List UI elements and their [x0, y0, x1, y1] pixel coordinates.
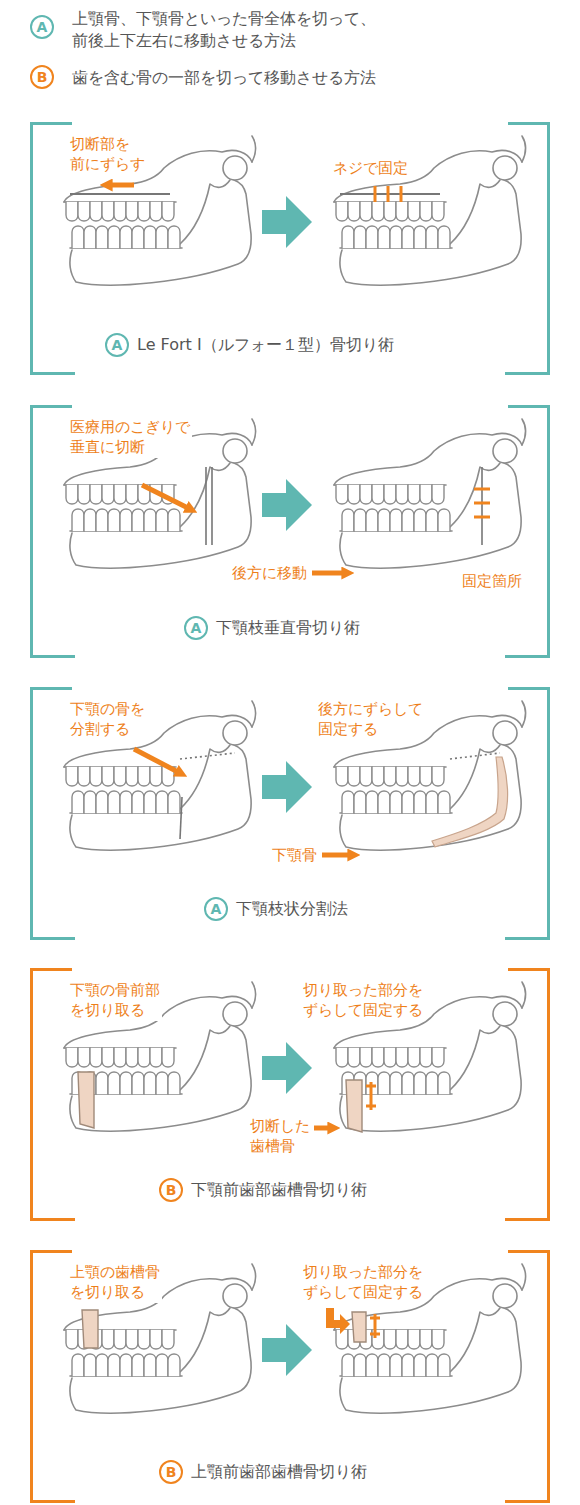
- fixation-mark: [366, 1082, 376, 1110]
- badge-letter: A: [204, 897, 228, 921]
- annotation-label: 固定箇所: [462, 571, 522, 591]
- method-panel: 下顎の骨を 分割する 後方にずらして 固定する下顎骨下顎枝状分割法 A: [30, 687, 550, 940]
- annotation-label: 切断した 歯槽骨: [250, 1116, 312, 1157]
- split-line: [450, 753, 500, 759]
- split-line: [180, 753, 235, 759]
- frame-bracket: [32, 1252, 549, 1502]
- cut-line: [206, 467, 212, 545]
- cut-bone: [82, 1310, 98, 1348]
- annotation-label: 下顎の骨前部 を切り取る: [70, 980, 162, 1021]
- badge-letter: B: [30, 65, 54, 89]
- screw-mark: [375, 186, 401, 202]
- method-badge: B: [30, 65, 54, 89]
- method-badge: A: [184, 616, 208, 640]
- badge-outline: [205, 898, 227, 920]
- annotation-label: 切り取った部分を ずらして固定する: [303, 1262, 425, 1303]
- method-caption: 下顎枝状分割法: [236, 898, 348, 920]
- badge-letter: B: [159, 1460, 183, 1484]
- method-badge: A: [105, 333, 129, 357]
- badge-outline: [31, 16, 53, 38]
- step-arrow: [262, 1324, 312, 1376]
- annotation-label: 下顎骨: [272, 845, 317, 865]
- method-panel: 下顎の骨前部 を切り取る 切り取った部分を ずらして固定する切断した 歯槽骨下顎前…: [30, 968, 550, 1221]
- move-arrow: [326, 1308, 350, 1334]
- moved-bone: [352, 1312, 366, 1342]
- step-arrow: [262, 196, 312, 248]
- method-panel: 切断部を 前にずらすネジで固定 Le Fort I（ルフォー１型）骨切り術 A: [30, 122, 550, 375]
- badge-letter: A: [30, 15, 54, 39]
- cut-line: [180, 797, 182, 839]
- method-caption: 上顎前歯部歯槽骨切り術: [191, 1461, 367, 1483]
- saw-arrow: [142, 485, 188, 508]
- frame-bracket: [32, 970, 549, 1220]
- method-caption: 下顎前歯部歯槽骨切り術: [191, 1179, 367, 1201]
- annotation-label: ネジで固定: [333, 158, 408, 178]
- badge-outline: [31, 66, 53, 88]
- badge-letter: A: [184, 616, 208, 640]
- frame-bracket: [32, 124, 549, 374]
- cut-line: [70, 193, 170, 195]
- step-arrow: [262, 761, 312, 813]
- fixation-mark: [474, 489, 490, 517]
- moved-bone: [432, 757, 508, 847]
- badge-letter: A: [105, 333, 129, 357]
- annotation-label: 下顎の骨を 分割する: [70, 699, 147, 740]
- annotation-label: 後方にずらして 固定する: [318, 699, 425, 740]
- badge-letter: B: [159, 1178, 183, 1202]
- step-arrow: [262, 479, 312, 531]
- badge-outline: [160, 1179, 182, 1201]
- step-arrow: [262, 1042, 312, 1094]
- method-panel: 上顎の歯槽骨 を切り取る 切り取った部分を ずらして固定する上顎前歯部歯槽骨切り術…: [30, 1250, 550, 1503]
- annotation-label: 切り取った部分を ずらして固定する: [303, 980, 425, 1021]
- annotation-label: 後方に移動: [232, 563, 307, 583]
- jaw-drawing: [334, 419, 526, 568]
- method-badge: A: [204, 897, 228, 921]
- badge-outline: [160, 1461, 182, 1483]
- method-badge: B: [159, 1178, 183, 1202]
- annotation-label: 切断部を 前にずらす: [70, 134, 147, 175]
- method-badge: B: [159, 1460, 183, 1484]
- legend-description: 上顎骨、下顎骨といった骨全体を切って、 前後上下左右に移動させる方法: [72, 8, 378, 51]
- method-caption: Le Fort I（ルフォー１型）骨切り術: [137, 334, 394, 356]
- frame-bracket: [32, 407, 549, 657]
- move-arrow: [312, 571, 344, 576]
- method-panel: 医療用のこぎりで 垂直に切断後方に移動 固定箇所下顎枝垂直骨切り術 A: [30, 405, 550, 658]
- fixation-mark: [370, 1314, 380, 1338]
- pointer-arrow: [314, 1126, 330, 1131]
- cut-bone: [78, 1072, 94, 1128]
- cut-line: [481, 467, 483, 545]
- split-arrow: [134, 749, 178, 772]
- badge-outline: [185, 617, 207, 639]
- method-badge: A: [30, 15, 54, 39]
- frame-bracket: [32, 689, 549, 939]
- move-arrow: [110, 183, 134, 188]
- badge-outline: [106, 334, 128, 356]
- moved-bone: [346, 1080, 362, 1132]
- jaw-drawing: [334, 136, 526, 285]
- cut-line: [340, 193, 440, 195]
- method-caption: 下顎枝垂直骨切り術: [216, 617, 360, 639]
- legend-description: 歯を含む骨の一部を切って移動させる方法: [72, 67, 376, 89]
- pointer-arrow: [322, 853, 350, 858]
- annotation-label: 上顎の歯槽骨 を切り取る: [70, 1262, 162, 1303]
- annotation-label: 医療用のこぎりで 垂直に切断: [70, 417, 192, 458]
